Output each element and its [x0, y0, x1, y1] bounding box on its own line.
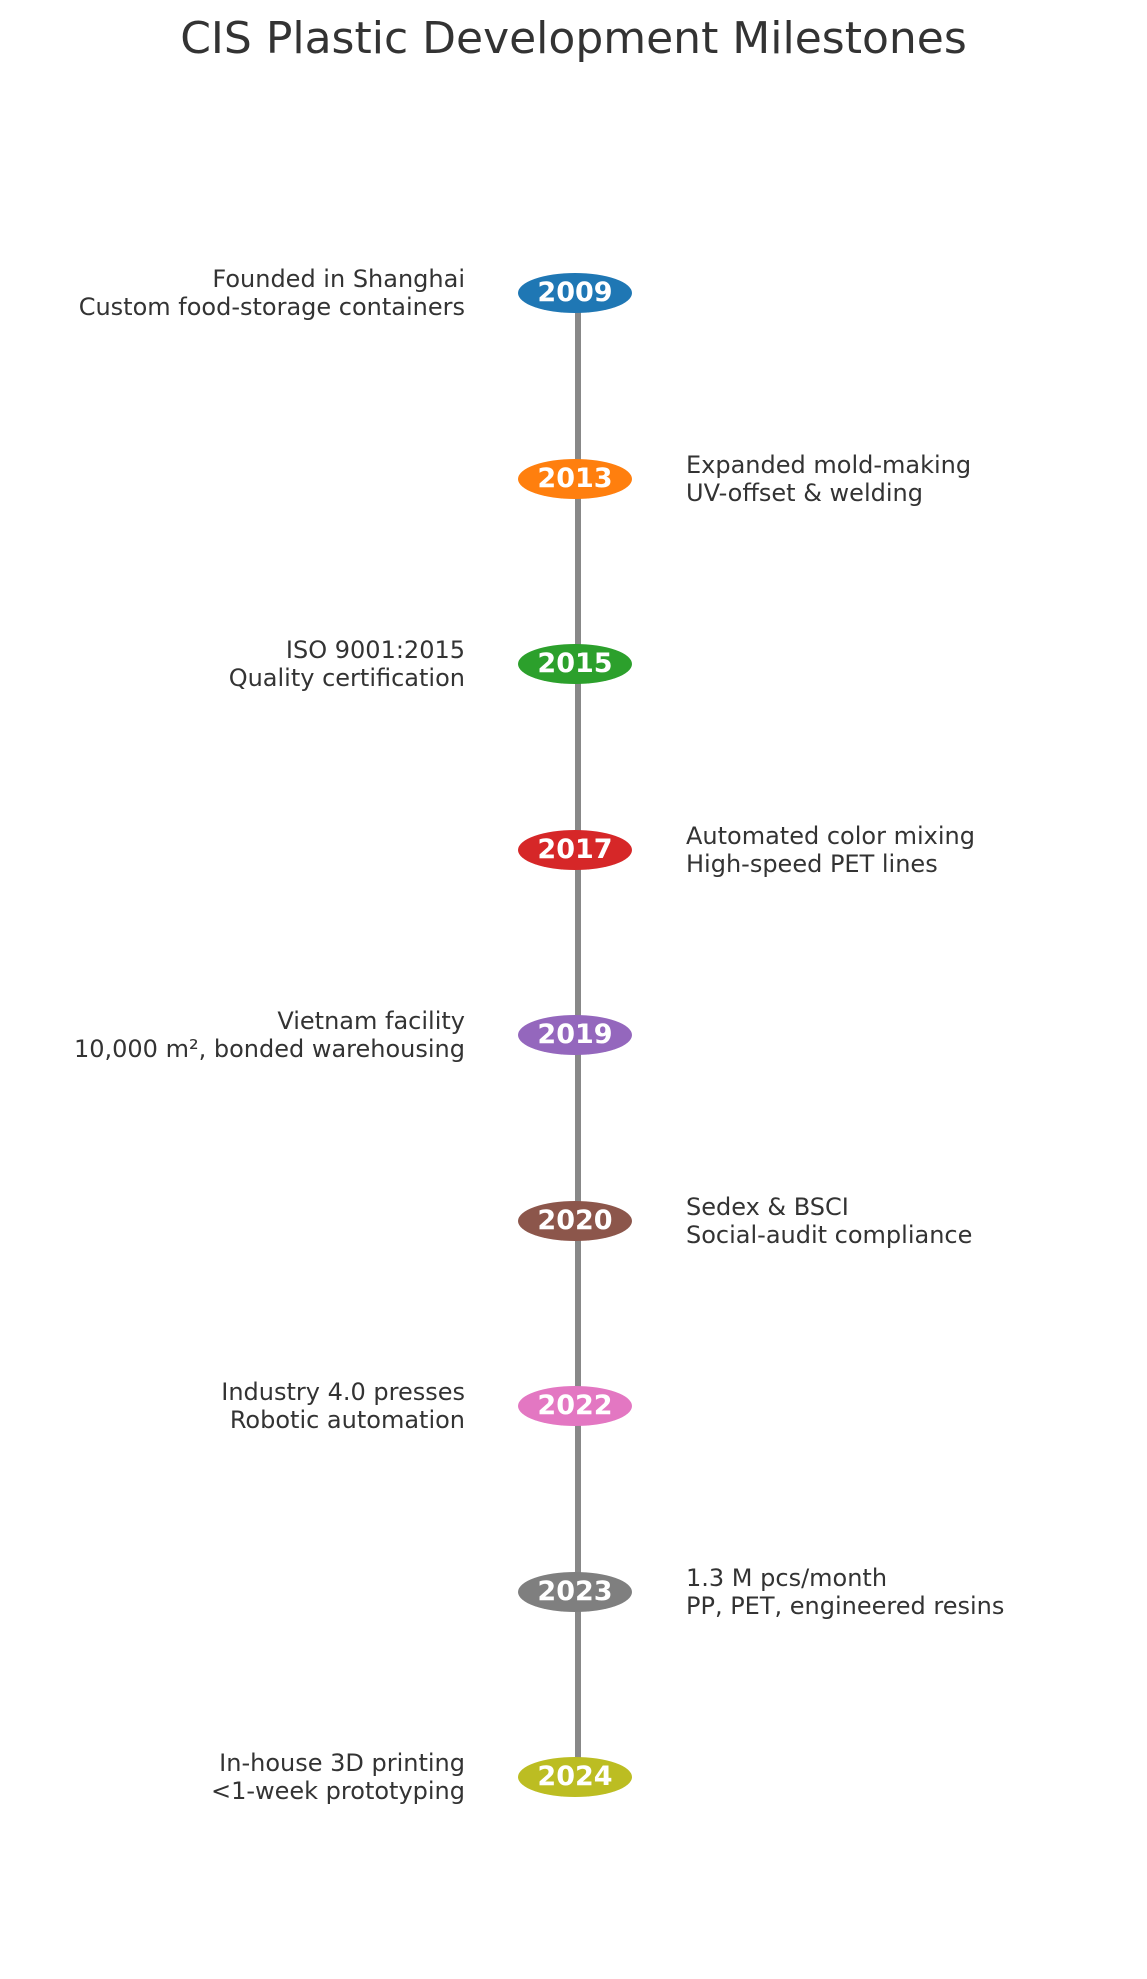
milestone-description-line1: ISO 9001:2015	[285, 636, 465, 664]
year-marker: 2013	[518, 458, 632, 499]
year-marker: 2023	[518, 1571, 632, 1612]
milestone-description-line2: Robotic automation	[229, 1406, 465, 1434]
milestone-description-line1: In-house 3D printing	[219, 1749, 465, 1777]
milestone-description-line2: Custom food-storage containers	[78, 293, 465, 321]
milestone-description-line1: Industry 4.0 presses	[221, 1378, 465, 1406]
milestone-description: In-house 3D printing<1-week prototyping	[211, 1749, 465, 1805]
milestone-description-line2: Quality certification	[228, 664, 465, 692]
milestone-description-line2: PP, PET, engineered resins	[686, 1591, 1005, 1620]
milestone-description-line1: Founded in Shanghai	[212, 265, 465, 293]
year-marker: 2015	[518, 644, 632, 684]
year-marker: 2020	[518, 1200, 632, 1241]
milestone-description-line2: High-speed PET lines	[686, 849, 938, 878]
milestone-description-line1: Sedex & BSCI	[686, 1192, 849, 1221]
milestone-description-line1: Vietnam facility	[277, 1007, 465, 1035]
year-marker: 2019	[518, 1015, 632, 1055]
year-marker: 2009	[518, 273, 632, 313]
milestone-description-line1: 1.3 M pcs/month	[686, 1563, 888, 1592]
milestone-description-line2: UV-offset & welding	[686, 478, 923, 507]
year-marker: 2017	[518, 829, 632, 870]
milestone-description-line2: <1-week prototyping	[210, 1777, 465, 1805]
milestone-description-line1: Automated color mixing	[686, 821, 975, 850]
milestone-description-line2: Social-audit compliance	[686, 1220, 973, 1249]
diagram-title: CIS Plastic Development Milestones	[180, 13, 967, 64]
year-marker: 2024	[518, 1757, 632, 1797]
milestone-description-line1: Expanded mold-making	[686, 450, 972, 479]
year-marker: 2022	[518, 1386, 632, 1426]
milestone-description-line2: 10,000 m², bonded warehousing	[73, 1035, 465, 1063]
